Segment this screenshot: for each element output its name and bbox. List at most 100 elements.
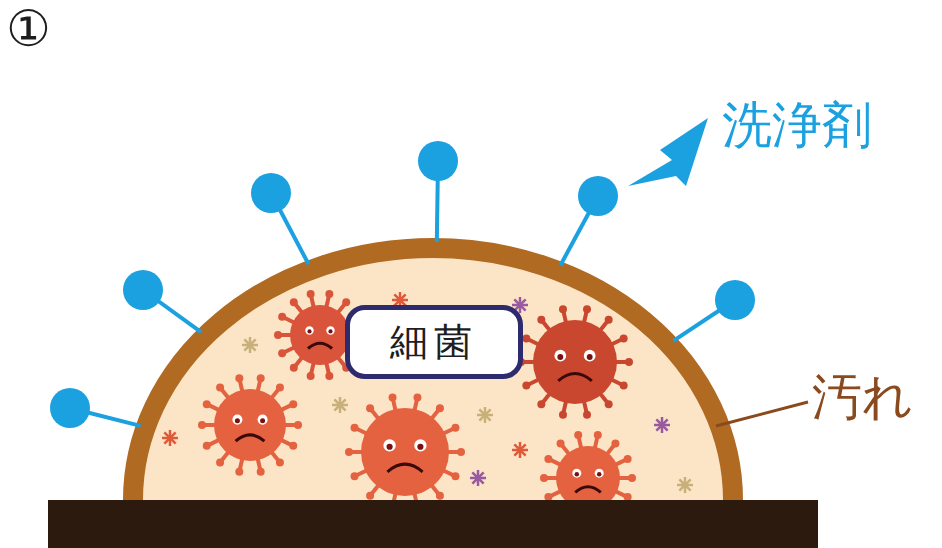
germ-spike-tip	[366, 404, 374, 412]
germ-spike-tip	[235, 374, 243, 382]
germ-spike-tip	[457, 448, 465, 456]
germ-spike-tip	[436, 492, 444, 500]
germ-spike-tip	[537, 316, 545, 324]
speck	[478, 472, 484, 478]
germ-eye	[258, 415, 268, 425]
germ-spike-tip	[557, 440, 565, 448]
germ-pupil	[260, 418, 265, 423]
speck	[520, 299, 526, 305]
germ-spike-tip	[366, 492, 374, 500]
germ-spike-tip	[257, 374, 265, 382]
germ-spike-tip	[278, 349, 286, 357]
detergent-head	[251, 173, 291, 213]
germ-spike-tip	[594, 431, 602, 439]
germ-spike-tip	[274, 331, 282, 339]
germ-spike-tip	[413, 393, 421, 401]
germ-pupil	[235, 418, 240, 423]
speck	[520, 444, 526, 450]
box-text: 細菌	[390, 323, 478, 361]
speck	[485, 409, 491, 415]
dirt-label: 汚れ	[812, 372, 913, 422]
germ-eye	[554, 350, 566, 362]
germ-spike-tip	[278, 313, 286, 321]
germ-spike-tip	[216, 459, 224, 467]
germ-eye	[305, 326, 313, 334]
germ-spike-tip	[611, 440, 619, 448]
germ-spike-tip	[351, 424, 359, 432]
germ-spike-tip	[583, 411, 591, 419]
germ-spike-tip	[307, 372, 315, 380]
germ-spike-tip	[625, 358, 633, 366]
speck	[662, 419, 668, 425]
speck	[340, 399, 346, 405]
detergent-head	[715, 280, 755, 320]
germ-spike-tip	[203, 400, 211, 408]
speck	[170, 432, 176, 438]
germ-spike-tip	[289, 400, 297, 408]
germ-spike-tip	[276, 459, 284, 467]
germ-spike-tip	[605, 316, 613, 324]
germ-spike-tip	[257, 468, 265, 476]
germs	[162, 290, 693, 525]
label-box: 細菌	[345, 305, 523, 379]
callout-number: ①	[6, 4, 51, 54]
germ-spike-tip	[624, 455, 632, 463]
germ-mouth	[558, 374, 592, 381]
germ-spike-tip	[628, 474, 636, 482]
germ-spike-tip	[203, 442, 211, 450]
detergent-head	[123, 270, 163, 310]
germ-spike-tip	[216, 383, 224, 391]
germ-pupil	[587, 354, 593, 360]
germ-spike-tip	[345, 448, 353, 456]
germ-spike-tip	[537, 400, 545, 408]
detergent-head	[50, 388, 90, 428]
detergent-head	[578, 176, 618, 216]
germ-spike-tip	[583, 305, 591, 313]
arrow	[628, 118, 708, 186]
germ-mouth	[308, 343, 332, 348]
speck	[250, 339, 256, 345]
germ-spike-tip	[522, 335, 530, 343]
germ-mouth	[387, 464, 422, 472]
germ-mouth	[236, 435, 265, 441]
germ-pupil	[597, 472, 601, 476]
germ-eye	[595, 469, 604, 478]
germ-eye	[572, 469, 581, 478]
germ-spike-tip	[294, 421, 302, 429]
germ-spike-tip	[522, 381, 530, 389]
leader-line	[716, 402, 808, 426]
germ-spike-tip	[436, 404, 444, 412]
germ-mouth	[575, 487, 601, 493]
detergent-molecules	[50, 141, 755, 428]
germ-spike-tip	[351, 472, 359, 480]
germ-body	[290, 305, 350, 365]
germ-pupil	[417, 444, 423, 450]
germ-spike-tip	[620, 381, 628, 389]
germ-spike-tip	[605, 400, 613, 408]
germ-spike-tip	[198, 421, 206, 429]
germ-pupil	[387, 444, 393, 450]
germ-eye	[383, 439, 395, 451]
germ-spike-tip	[544, 455, 552, 463]
germ-spike-tip	[559, 411, 567, 419]
germ-spike-tip	[290, 364, 298, 372]
germ-spike-tip	[276, 383, 284, 391]
germ-spike-tip	[325, 290, 333, 298]
germ-spike-tip	[451, 472, 459, 480]
germ-spike-tip	[342, 298, 350, 306]
germ-spike-tip	[624, 493, 632, 501]
germ-spike-tip	[559, 305, 567, 313]
germ-spike-tip	[325, 372, 333, 380]
speck	[400, 294, 406, 300]
germ-body	[214, 389, 286, 461]
germ-spike-tip	[389, 393, 397, 401]
germ-spike-tip	[235, 468, 243, 476]
germ-eye	[326, 326, 334, 334]
germ-spike-tip	[620, 335, 628, 343]
germ-spike-tip	[540, 474, 548, 482]
germ-spike-tip	[289, 442, 297, 450]
germ-spike-tip	[544, 493, 552, 501]
germ-eye	[584, 350, 596, 362]
germ-spike-tip	[307, 290, 315, 298]
